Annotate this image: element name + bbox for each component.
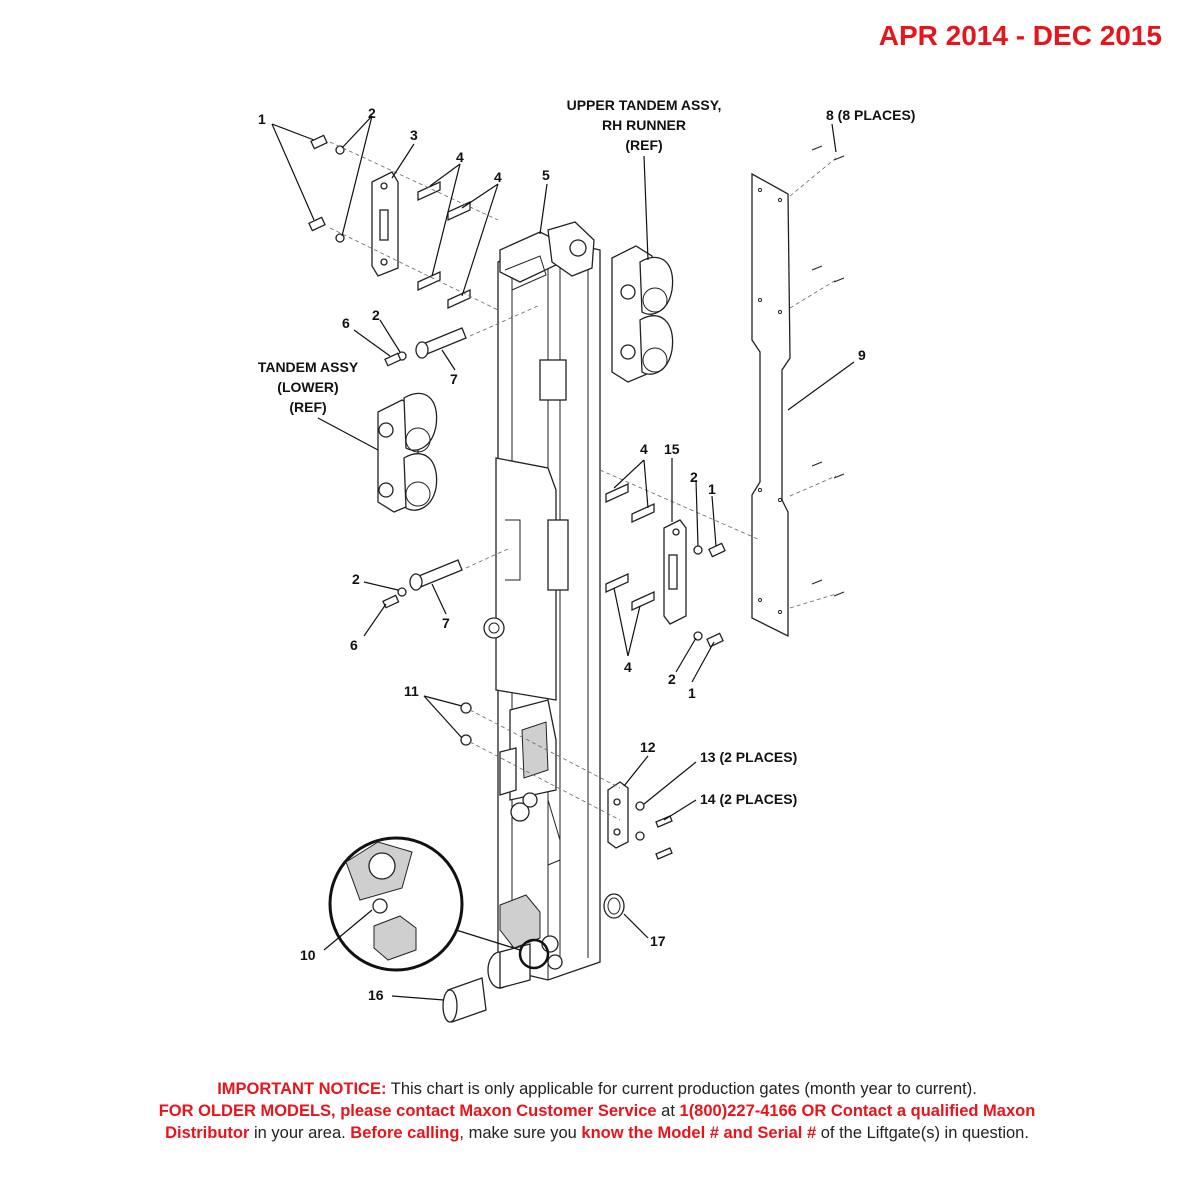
callout-2: 2	[352, 571, 360, 587]
callout-2: 2	[668, 671, 676, 687]
plate-item-3	[371, 171, 399, 277]
callout-10: 10	[300, 947, 316, 963]
callout-1: 1	[688, 685, 696, 701]
callout-14: 14 (2 PLACES)	[700, 791, 797, 807]
leader-lines	[271, 115, 855, 1001]
notice-line3-text-a: in your area.	[249, 1124, 351, 1142]
callout-16: 16	[368, 987, 384, 1003]
callout-17: 17	[650, 933, 666, 949]
alignment-lines	[329, 141, 837, 821]
callout-7: 7	[450, 371, 458, 387]
notice-distributor: Distributor	[165, 1124, 250, 1142]
callout-4: 4	[456, 149, 464, 165]
callout-11: 11	[404, 683, 419, 699]
callout-15: 15	[664, 441, 680, 457]
callout-2: 2	[690, 469, 698, 485]
lower-tandem-assembly	[377, 392, 438, 513]
strip-item-9	[751, 172, 791, 638]
notice-phone: 1(800)227-4166 OR Contact a qualified Ma…	[679, 1102, 1036, 1120]
lower-tandem-label-line2: (LOWER)	[277, 379, 338, 395]
notice-older-models: FOR OLDER MODELS, please contact Maxon C…	[158, 1102, 657, 1120]
callout-1: 1	[258, 111, 266, 127]
callout-9: 9	[858, 347, 866, 363]
notice-line3-text-b: , make sure you	[459, 1124, 582, 1142]
callout-2: 2	[372, 307, 380, 323]
callout-4: 4	[640, 441, 648, 457]
upper-tandem-label-line2: RH RUNNER	[602, 117, 686, 133]
notice-model-serial: know the Model # and Serial #	[581, 1124, 817, 1142]
callout-1: 1	[708, 481, 716, 497]
notice-line-1: IMPORTANT NOTICE: This chart is only app…	[0, 1078, 1194, 1100]
parts-diagram: UPPER TANDEM ASSY, RH RUNNER (REF) TANDE…	[258, 97, 916, 1023]
detail-view-item-10	[328, 836, 550, 972]
callout-labels: UPPER TANDEM ASSY, RH RUNNER (REF) TANDE…	[258, 97, 916, 1003]
notice-line-2: FOR OLDER MODELS, please contact Maxon C…	[0, 1100, 1194, 1122]
callout-4: 4	[494, 169, 502, 185]
main-runner-column	[483, 221, 601, 981]
hardware	[308, 134, 845, 1023]
upper-tandem-assembly	[611, 245, 674, 383]
callout-8: 8 (8 PLACES)	[826, 107, 915, 123]
notice-line1-text: This chart is only applicable for curren…	[386, 1080, 977, 1098]
callout-5: 5	[542, 167, 550, 183]
notice-line-3: Distributor in your area. Before calling…	[0, 1122, 1194, 1144]
lower-tandem-label-line1: TANDEM ASSY	[258, 359, 359, 375]
callout-6: 6	[342, 315, 350, 331]
callout-7: 7	[442, 615, 450, 631]
date-range-title: APR 2014 - DEC 2015	[878, 20, 1162, 51]
notice-important-label: IMPORTANT NOTICE:	[217, 1080, 387, 1098]
notice-line2-text: at	[656, 1102, 680, 1120]
plate-item-12	[607, 781, 629, 849]
callout-13: 13 (2 PLACES)	[700, 749, 797, 765]
notice-line3-text-c: of the Liftgate(s) in question.	[816, 1124, 1029, 1142]
callout-3: 3	[410, 127, 418, 143]
notice-before-calling: Before calling	[350, 1124, 460, 1142]
plate-item-15	[663, 519, 687, 625]
important-notice: IMPORTANT NOTICE: This chart is only app…	[0, 1078, 1194, 1144]
callout-12: 12	[640, 739, 656, 755]
lower-tandem-label-line3: (REF)	[289, 399, 326, 415]
callout-2: 2	[368, 105, 376, 121]
callout-6: 6	[350, 637, 358, 653]
upper-tandem-label-line3: (REF)	[625, 137, 662, 153]
upper-tandem-label-line1: UPPER TANDEM ASSY,	[567, 97, 722, 113]
callout-4: 4	[624, 659, 632, 675]
